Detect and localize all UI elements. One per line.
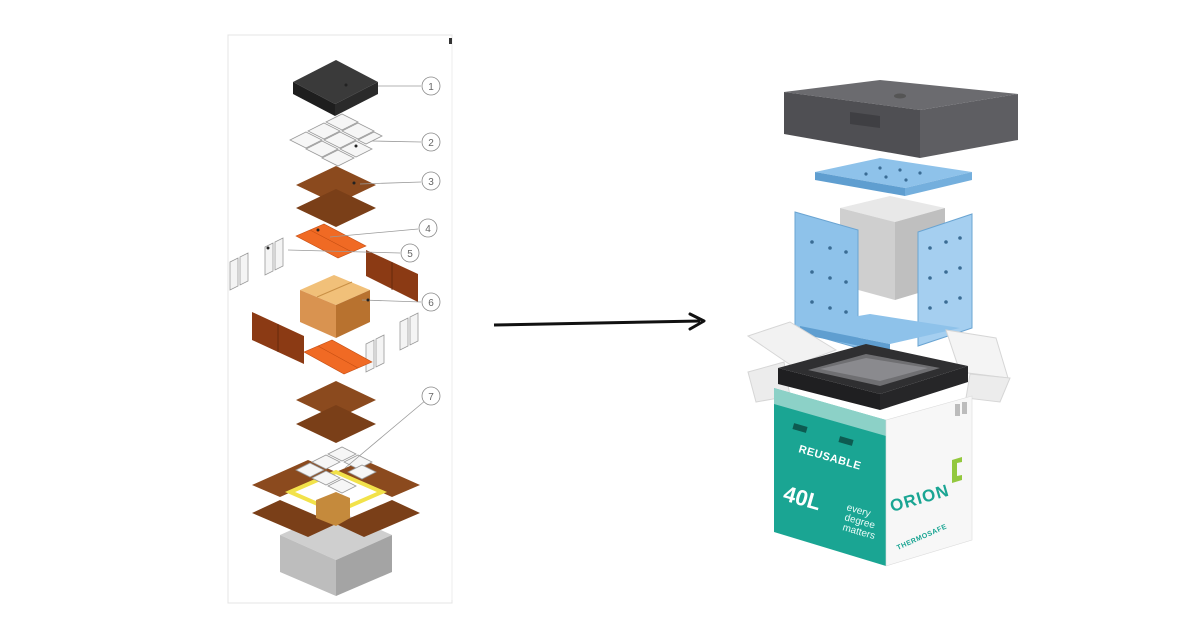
blue-foam-top-panel [815,158,972,196]
callout-number: 6 [428,298,434,309]
callout-leader-lines [287,85,427,469]
orange-panels-bottom [303,339,373,375]
callout-marker-4: 4 [418,218,438,238]
callout-number: 2 [428,138,434,149]
outer-box-side-white [885,395,973,567]
brand-logo-mark [952,457,962,483]
bottom-refrigerant-bricks [295,446,377,494]
gray-foam-lid [784,80,1018,158]
right-arrow [493,312,706,331]
outer-box-front-teal [774,388,886,566]
top-lid-part [293,60,378,116]
handle-slot-left [792,423,808,433]
blue-foam-side-panel-left [794,211,859,349]
callout-marker-5: 5 [400,243,420,263]
callout-marker-1: 1 [421,76,441,96]
black-foam-liner [778,344,968,410]
callout-marker-2: 2 [421,132,441,152]
callout-marker-3: 3 [421,171,441,191]
top-refrigerant-bricks [289,113,383,167]
callout-anchor-dots [266,83,370,302]
callout-number: 3 [428,177,434,188]
handle-slot-right [838,436,854,446]
callout-marker-6: 6 [421,292,441,312]
product-box [300,275,370,338]
callout-number: 5 [407,249,413,260]
side-refrigerant-bricks-left [229,237,284,291]
brown-insulation-panels-top [296,166,376,227]
callout-marker-7: 7 [421,386,441,406]
callout-number: 4 [425,224,431,235]
brown-insulation-panels-bottom [296,381,376,443]
brown-side-panel-right [366,250,418,302]
exploded-component-diagram: 1 2 3 4 5 6 7 [227,34,453,604]
callout-number: 1 [428,82,434,93]
side-refrigerant-bricks-right [365,312,419,373]
brown-side-panel-left [252,312,304,364]
assembled-shipper-render: REUSABLE 40L every degree matters ORION … [746,80,1018,567]
callout-number: 7 [428,392,434,403]
blue-foam-side-panel-right [917,213,973,347]
